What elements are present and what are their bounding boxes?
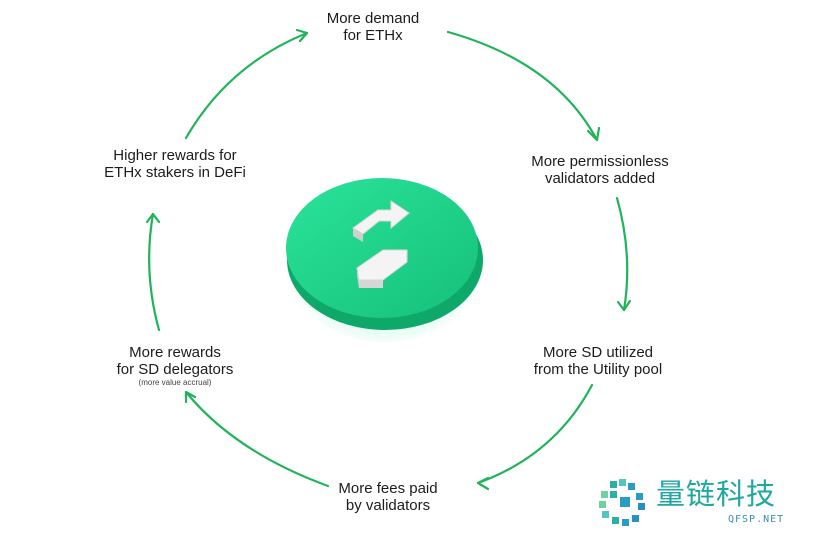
node-validators-added: More permissionless validators added [531, 153, 669, 187]
arrow-rewards-to-higher [148, 212, 161, 332]
qfsp-logo-icon [599, 479, 645, 526]
arrow-sd-to-fees [476, 383, 594, 485]
arrowhead-icon [184, 390, 197, 404]
stader-logo-icon [352, 200, 410, 288]
arrowhead-icon [145, 212, 161, 224]
arrowhead-icon [586, 126, 601, 142]
arrow-demand-to-validators [446, 30, 599, 142]
watermark-subtitle: QFSP.NET [728, 514, 785, 525]
arrow-validators-to-sd [615, 196, 629, 312]
node-higher-rewards: Higher rewards for ETHx stakers in DeFi [104, 147, 246, 181]
watermark: 量链科技 QFSP.NET [596, 475, 812, 531]
node-fees-paid: More fees paid by validators [338, 480, 438, 514]
arrow-higher-to-demand [184, 31, 309, 140]
node-more-demand: More demand for ETHx [326, 10, 420, 44]
node-sd-utilized: More SD utilized from the Utility pool [533, 344, 663, 378]
arrow-fees-to-rewards [184, 390, 330, 488]
stader-coin [283, 168, 488, 343]
arrowhead-icon [295, 28, 309, 43]
watermark-title: 量链科技 [656, 477, 777, 511]
node-sd-rewards: More rewards for SD delegators (more val… [116, 344, 234, 387]
arrowhead-icon [616, 299, 632, 312]
arrowhead-icon [476, 476, 490, 491]
